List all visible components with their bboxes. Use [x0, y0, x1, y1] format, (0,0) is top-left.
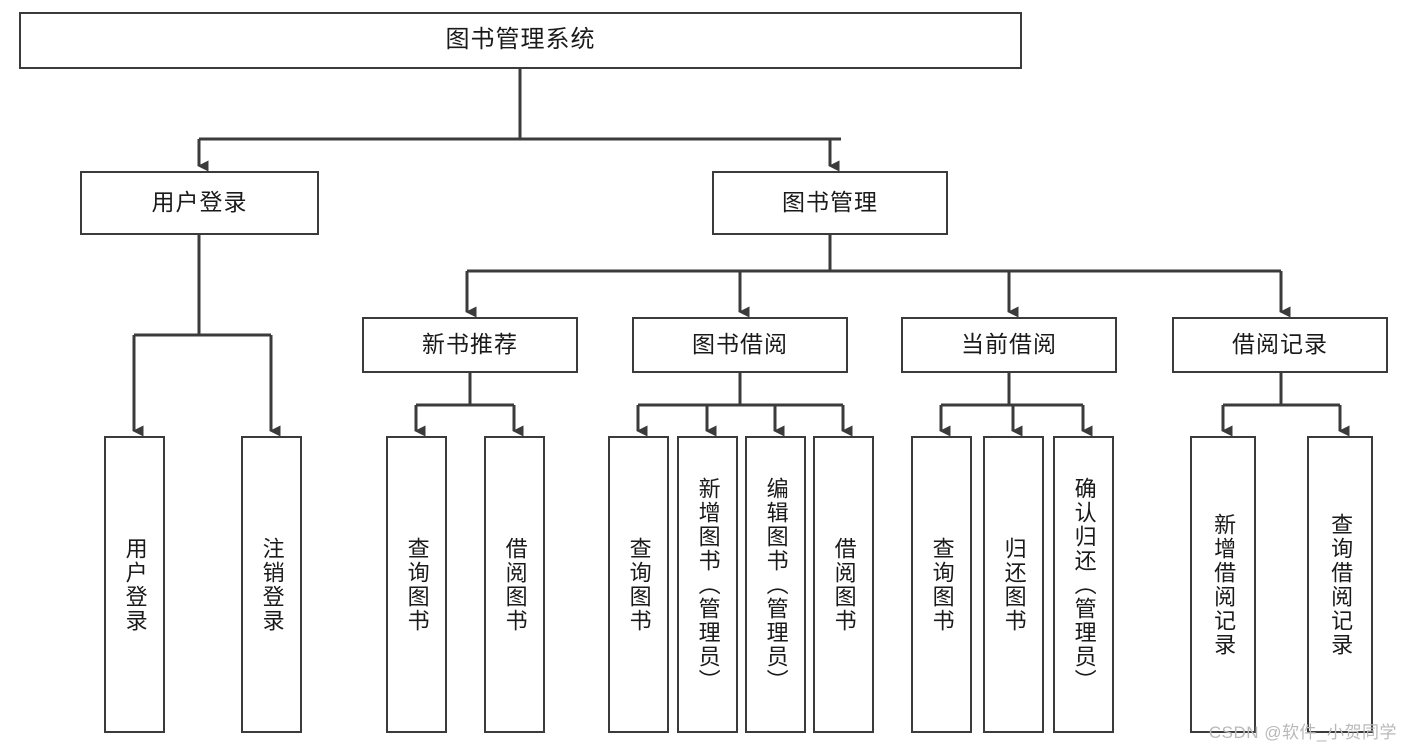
- node-leaf-query-book-rec[interactable]: 查询图书: [386, 436, 447, 733]
- leaf-label: 新增图书（管理员）: [695, 476, 721, 693]
- leaf-label: 编辑图书（管理员）: [763, 476, 789, 693]
- node-leaf-confirm-return-admin[interactable]: 确认归还（管理员）: [1053, 436, 1114, 733]
- leaf-label: 用户登录: [122, 536, 148, 633]
- node-leaf-query-borrow-record[interactable]: 查询借阅记录: [1307, 436, 1373, 733]
- leaf-label: 借阅图书: [502, 536, 528, 633]
- leaf-label: 新增借阅记录: [1211, 512, 1237, 657]
- node-leaf-add-book-admin[interactable]: 新增图书（管理员）: [677, 436, 738, 733]
- leaf-label: 查询图书: [404, 536, 430, 633]
- csdn-watermark: CSDN @软件_小贺同学: [1208, 723, 1397, 742]
- node-user-login[interactable]: 用户登录: [80, 171, 319, 235]
- leaf-label: 查询图书: [626, 536, 652, 633]
- node-leaf-return-book[interactable]: 归还图书: [983, 436, 1044, 733]
- node-leaf-user-login[interactable]: 用户登录: [104, 436, 165, 733]
- node-leaf-borrow-book-rec[interactable]: 借阅图书: [484, 436, 545, 733]
- node-leaf-logout[interactable]: 注销登录: [241, 436, 302, 733]
- leaf-label: 归还图书: [1001, 536, 1027, 633]
- node-current-borrow[interactable]: 当前借阅: [901, 317, 1117, 373]
- node-root-system[interactable]: 图书管理系统: [19, 12, 1022, 69]
- node-book-manage[interactable]: 图书管理: [712, 171, 948, 235]
- leaf-label: 借阅图书: [831, 536, 857, 633]
- node-leaf-query-book-borrow[interactable]: 查询图书: [608, 436, 669, 733]
- node-leaf-add-borrow-record[interactable]: 新增借阅记录: [1190, 436, 1256, 733]
- node-leaf-borrow-book[interactable]: 借阅图书: [813, 436, 874, 733]
- leaf-label: 查询借阅记录: [1328, 512, 1354, 657]
- node-new-book-recommend[interactable]: 新书推荐: [362, 317, 578, 373]
- node-leaf-query-book-current[interactable]: 查询图书: [911, 436, 972, 733]
- node-leaf-edit-book-admin[interactable]: 编辑图书（管理员）: [745, 436, 806, 733]
- leaf-label: 确认归还（管理员）: [1071, 476, 1097, 693]
- node-book-borrow[interactable]: 图书借阅: [632, 317, 848, 373]
- leaf-label: 查询图书: [929, 536, 955, 633]
- node-borrow-record[interactable]: 借阅记录: [1172, 317, 1388, 373]
- leaf-label: 注销登录: [259, 536, 285, 633]
